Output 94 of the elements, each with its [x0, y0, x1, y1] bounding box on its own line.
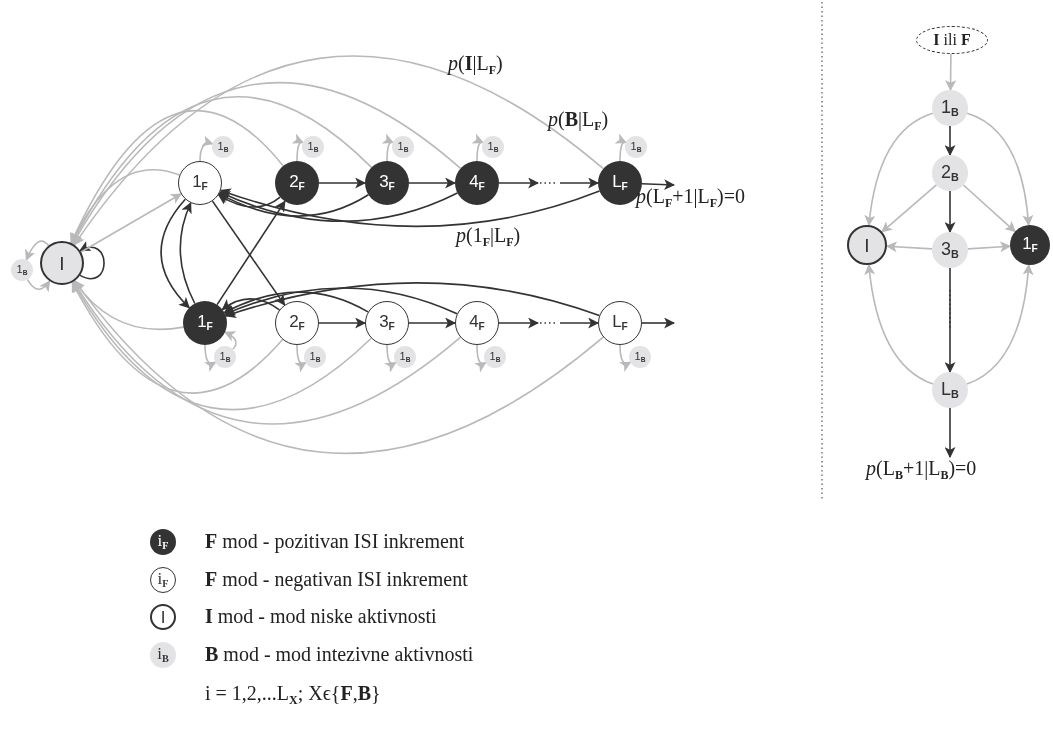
- negative-state-circle: 3$_{F}$: [365, 301, 409, 345]
- arrow: [944, 407, 956, 459]
- arrow: [408, 317, 457, 329]
- arrow: [381, 134, 394, 162]
- arrow: [498, 317, 540, 329]
- arrow: [318, 177, 367, 189]
- legend-text: F mod - negativan ISI inkrement: [205, 568, 468, 590]
- probability-label: p(B|L$_{F}$): [548, 108, 609, 133]
- arrow: [218, 192, 370, 217]
- arrow: [294, 344, 307, 373]
- arrow: [474, 344, 487, 373]
- arrow: [559, 177, 600, 189]
- arrow: [966, 263, 1034, 385]
- burst-state-circle: 1$_{B}$: [11, 259, 33, 281]
- arrow: [71, 281, 284, 394]
- burst-state-circle: 1$_{B}$: [932, 90, 968, 126]
- idle-state-circle: I: [847, 225, 887, 265]
- arrow: [641, 179, 676, 191]
- legend-text: F mod - pozitivan ISI inkrement: [205, 530, 465, 552]
- probability-label: p(I|L$_{F}$): [448, 52, 503, 77]
- arrow: [498, 177, 540, 189]
- burst-state-circle: 1$_{B}$: [392, 136, 414, 158]
- arrow: [73, 55, 605, 246]
- probability-label: p(1$_{F}$|L$_{F}$): [456, 224, 521, 249]
- burst-state-circle: 1$_{B}$: [482, 136, 504, 158]
- arrow: [217, 194, 281, 208]
- burst-state-circle: L$_{B}$: [932, 372, 968, 408]
- arrow: [79, 241, 105, 280]
- negative-state-circle: 4$_{F}$: [455, 301, 499, 345]
- burst-state-circle: 1$_{B}$: [629, 346, 651, 368]
- burst-state-circle: 1$_{B}$: [304, 346, 326, 368]
- arrow: [26, 278, 51, 293]
- source-state-ellipse: I ili F: [916, 26, 988, 54]
- arrow: [966, 112, 1034, 227]
- positive-state-circle: i$_{F}$: [150, 529, 176, 555]
- negative-state-circle: L$_{F}$: [598, 301, 642, 345]
- negative-state-circle: 2$_{F}$: [275, 301, 319, 345]
- arrow: [614, 134, 627, 162]
- burst-state-circle: 3$_{B}$: [932, 232, 968, 268]
- burst-state-circle: 1$_{B}$: [484, 346, 506, 368]
- arrow: [318, 317, 367, 329]
- arrow: [881, 184, 938, 233]
- burst-state-circle: 1$_{B}$: [214, 346, 236, 368]
- negative-state-circle: i$_{F}$: [150, 567, 176, 593]
- arrow: [160, 198, 190, 309]
- arrow: [885, 241, 933, 253]
- legend-text: B mod - mod intezivne aktivnosti: [205, 643, 474, 665]
- positive-state-circle: 4$_{F}$: [455, 161, 499, 205]
- positive-state-circle: 1$_{F}$: [1010, 225, 1050, 265]
- burst-state-circle: 1$_{B}$: [302, 136, 324, 158]
- arrow: [72, 81, 462, 245]
- arrow: [219, 188, 601, 228]
- arrow: [70, 110, 284, 244]
- index-note: i = 1,2,...L$_{X}$; Xϵ{F,B}: [205, 682, 381, 707]
- arrow: [199, 136, 214, 162]
- idle-state-circle: I: [150, 604, 176, 630]
- arrow: [204, 344, 217, 372]
- positive-state-circle: 2$_{F}$: [275, 161, 319, 205]
- burst-state-circle: 1$_{B}$: [394, 346, 416, 368]
- legend-text: I mod - mod niske aktivnosti: [205, 605, 437, 627]
- burst-state-circle: 1$_{B}$: [212, 136, 234, 158]
- arrow: [864, 112, 934, 227]
- arrow: [641, 317, 676, 329]
- arrow: [223, 291, 369, 314]
- arrow: [967, 241, 1012, 253]
- arrow: [945, 53, 957, 92]
- idle-state-circle: I: [40, 241, 84, 285]
- arrow: [179, 202, 196, 305]
- arrow: [408, 177, 457, 189]
- burst-state-circle: 1$_{B}$: [625, 136, 647, 158]
- positive-state-circle: 3$_{F}$: [365, 161, 409, 205]
- burst-state-circle: 2$_{B}$: [932, 155, 968, 191]
- arrow: [944, 190, 956, 234]
- arrow: [25, 240, 50, 261]
- arrow: [619, 344, 632, 372]
- negative-state-circle: 1$_{F}$: [178, 161, 222, 205]
- arrow: [224, 287, 458, 316]
- arrow: [962, 184, 1016, 233]
- arrow: [224, 282, 601, 319]
- arrow: [559, 317, 600, 329]
- arrow: [944, 267, 956, 374]
- arrow: [74, 280, 604, 454]
- arrow: [224, 331, 237, 350]
- arrow: [219, 191, 459, 223]
- probability-label: p(L$_{B}$+1|L$_{B}$)=0: [866, 457, 977, 482]
- arrow: [471, 134, 484, 162]
- arrow: [384, 344, 397, 373]
- arrow: [221, 298, 281, 311]
- arrow: [80, 193, 182, 253]
- arrow: [864, 263, 934, 385]
- burst-state-circle: i$_{B}$: [150, 642, 176, 668]
- positive-state-circle: 1$_{F}$: [183, 301, 227, 345]
- arrow: [944, 125, 956, 157]
- arrow: [291, 134, 304, 162]
